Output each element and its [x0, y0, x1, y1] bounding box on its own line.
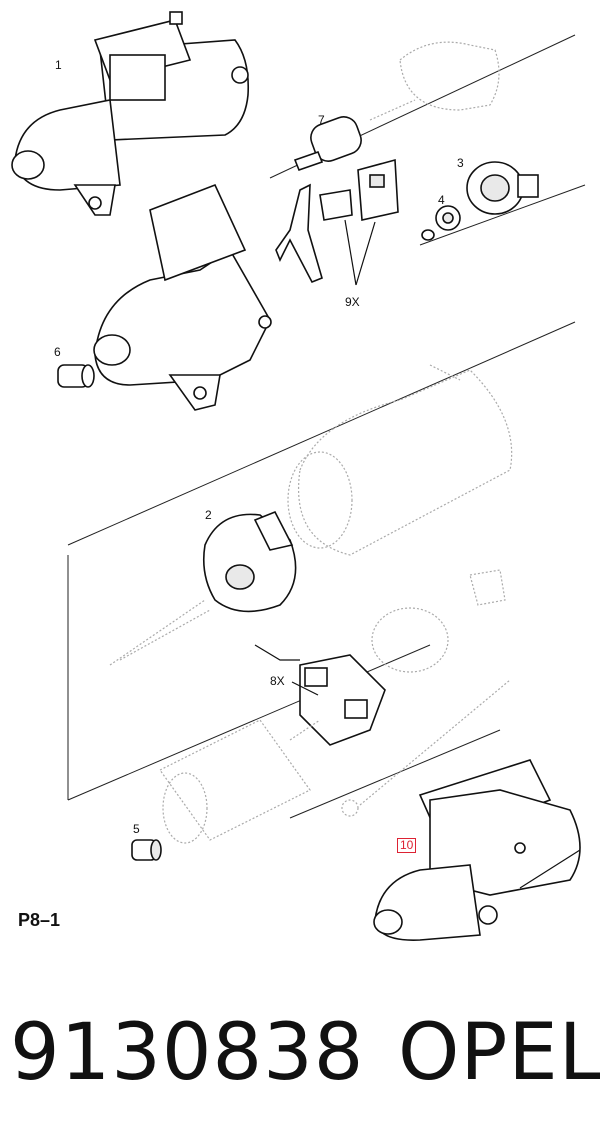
footer: 9130838 OPEL: [0, 1000, 600, 1120]
pinion-drive: [421, 161, 539, 241]
guide-lines: [67, 34, 586, 819]
ghost-field-frame: [287, 364, 513, 556]
ghost-solenoid: [369, 41, 500, 121]
callout-7: 7: [318, 113, 325, 127]
exploded-starter-diagram: .solid { fill: #fff; stroke: #111; strok…: [11, 11, 586, 941]
bushing-6: [57, 364, 95, 388]
figure-reference: P8–1: [18, 910, 61, 930]
ghost-bolt-lower: [341, 679, 511, 817]
callout-3: 3: [457, 156, 464, 170]
brush-holder: [254, 644, 386, 746]
engagement-fork: [275, 158, 399, 286]
callout-2: 2: [205, 508, 212, 522]
callout-6: 6: [54, 345, 61, 359]
callout-9x: 9X: [345, 295, 360, 309]
starter-assembly-top: [11, 11, 250, 216]
brand-name: OPEL: [398, 1008, 600, 1098]
callout-10: 10: [397, 838, 417, 853]
end-cover: [202, 510, 297, 613]
callout-4: 4: [438, 193, 445, 207]
plunger: [293, 116, 362, 172]
callout-1: 1: [55, 58, 62, 72]
callout-8x: 8X: [270, 674, 285, 688]
ghost-bolt: [109, 599, 211, 666]
bushing-5: [131, 839, 162, 861]
starter-assembly-bottom: [373, 759, 581, 941]
ghost-armature: [159, 719, 321, 844]
callout-5: 5: [133, 822, 140, 836]
drive-end-housing: [93, 183, 272, 411]
part-number: 9130838: [10, 1008, 365, 1098]
ghost-brush-plate: [371, 569, 506, 673]
